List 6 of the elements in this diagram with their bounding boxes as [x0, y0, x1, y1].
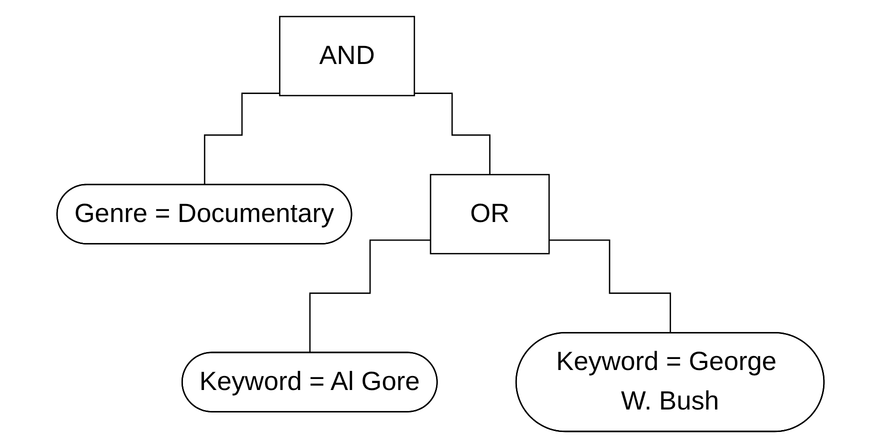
node-box: OR: [430, 174, 550, 254]
connector: [414, 92, 490, 176]
connector: [309, 239, 431, 354]
node-box: AND: [279, 16, 416, 96]
connector: [204, 92, 280, 186]
connector: [549, 239, 672, 334]
